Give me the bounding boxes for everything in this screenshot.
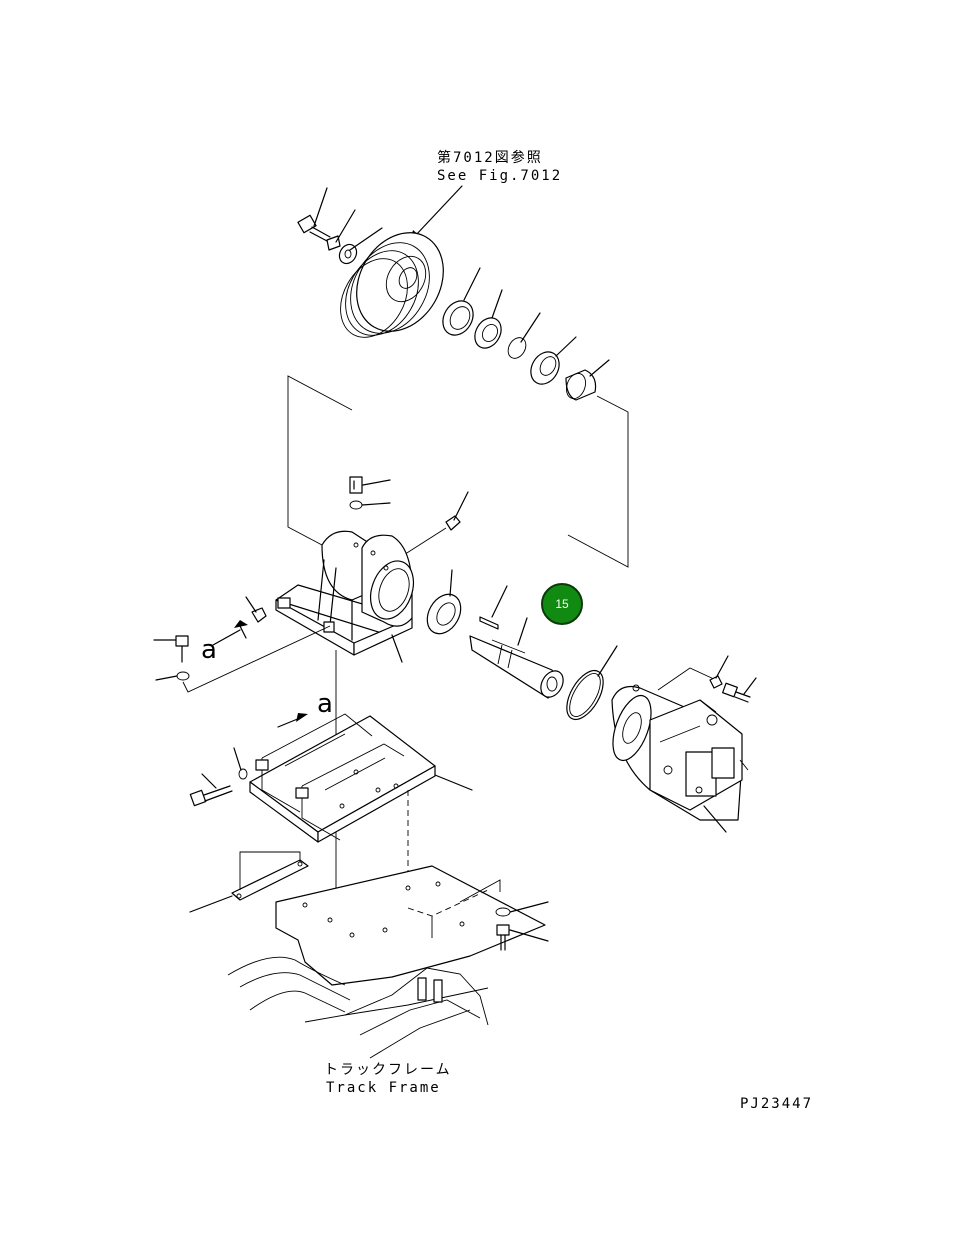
pump-bolt <box>722 677 757 703</box>
drive-shaft <box>469 617 564 699</box>
shaft-key <box>479 585 508 630</box>
strap-plate <box>189 851 309 913</box>
bolt-top <box>349 476 391 494</box>
track-frame-label-en: Track Frame <box>326 1080 441 1096</box>
pulley-assembly <box>340 232 444 338</box>
snap-ring <box>507 312 541 359</box>
track-frame <box>227 865 546 1059</box>
drawing-code: PJ23447 <box>740 1096 813 1112</box>
figure-reference-jp: 第7012図参照 <box>437 149 543 166</box>
callout-15-circle[interactable] <box>541 583 583 625</box>
pulley-washer <box>338 227 383 265</box>
callout-15-number[interactable]: 15 <box>555 597 569 611</box>
bearing-1 <box>474 289 503 349</box>
seal-ring <box>442 267 481 336</box>
hydraulic-pump <box>611 667 749 833</box>
pump-washer <box>709 655 729 689</box>
frame-bolt <box>496 924 549 951</box>
pulley-lock-plate <box>326 209 356 251</box>
view-a-label-1: a <box>201 635 217 665</box>
bolt-left <box>153 625 331 693</box>
pulley-bolt <box>297 187 331 242</box>
frame-washer <box>495 901 549 917</box>
washer-base <box>233 747 248 780</box>
o-ring <box>566 645 618 721</box>
assembly-guide-lines <box>287 375 629 568</box>
callout-15[interactable]: 15 <box>541 583 583 625</box>
spacer-collar <box>565 359 610 401</box>
figure-reference-en: See Fig.7012 <box>437 168 562 184</box>
view-a-label-2: a <box>317 689 333 719</box>
track-frame-label-jp: トラックフレーム <box>324 1062 452 1078</box>
nut-a <box>212 596 267 646</box>
bolt-base <box>189 773 233 807</box>
bearing-2 <box>530 336 577 385</box>
washer-top <box>349 500 391 510</box>
base-plate <box>249 713 473 843</box>
bearing-3 <box>426 569 462 635</box>
view-a-arrow-2 <box>277 713 308 728</box>
bracket-housing <box>275 530 415 663</box>
